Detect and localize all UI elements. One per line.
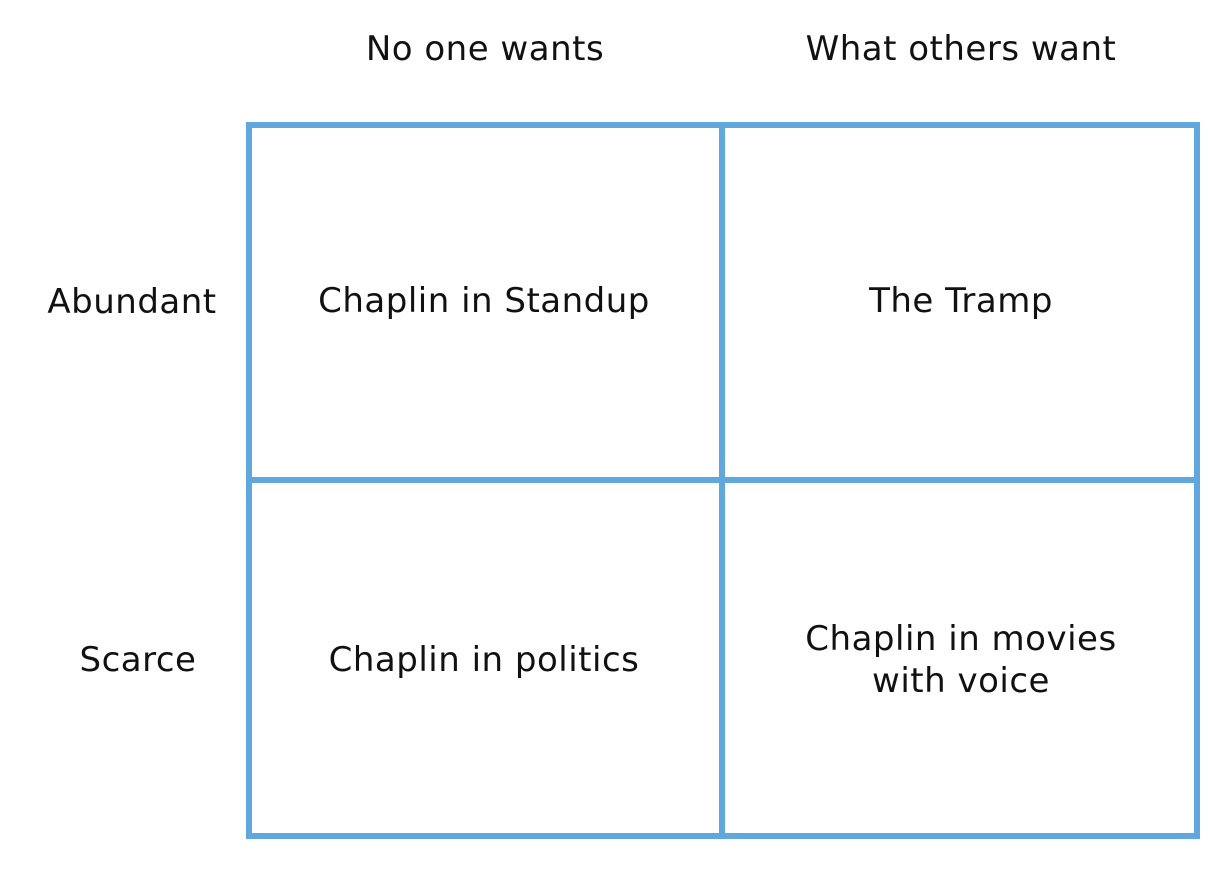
row-header-abundant: Abundant (47, 282, 217, 322)
cell-label: Chaplin in Standup (318, 281, 650, 321)
quadrant-grid: Chaplin in Standup The Tramp Chaplin in … (246, 122, 1200, 839)
column-header-what-others-want: What others want (805, 29, 1117, 69)
row-header-scarce: Scarce (79, 640, 197, 680)
column-header-no-one-wants: No one wants (365, 29, 605, 69)
cell-abundant-what-others-want: The Tramp (722, 122, 1200, 480)
cell-scarce-what-others-want: Chaplin in movies with voice (722, 480, 1200, 839)
cell-label: Chaplin in politics (328, 639, 640, 680)
cell-label: The Tramp (869, 281, 1053, 321)
cell-scarce-no-one-wants: Chaplin in politics (246, 480, 722, 839)
cell-abundant-no-one-wants: Chaplin in Standup (246, 122, 722, 480)
grid-lines (246, 122, 1200, 839)
cell-label: Chaplin in movies with voice (805, 618, 1117, 701)
